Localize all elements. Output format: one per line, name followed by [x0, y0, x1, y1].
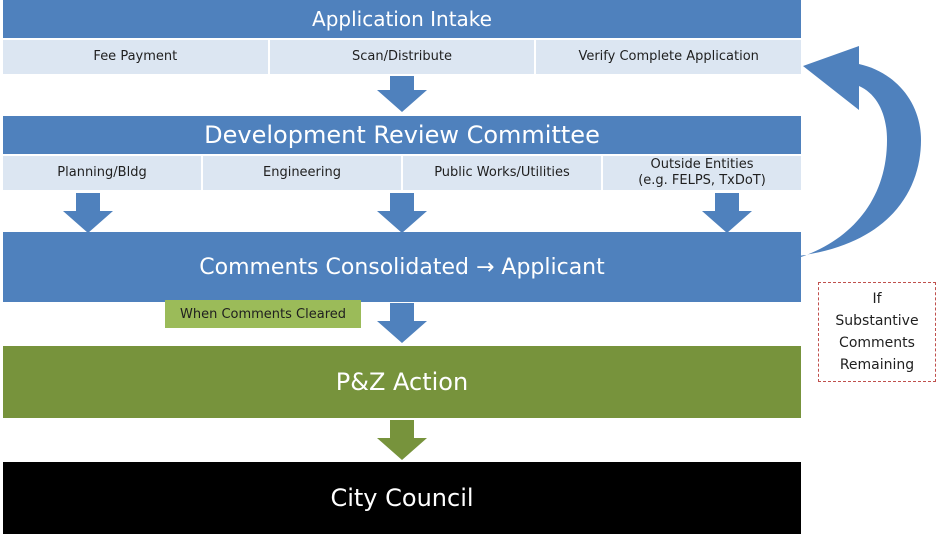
planning-bldg-dept: Planning/Bldg	[3, 156, 201, 190]
pz-action-box: P&Z Action	[3, 346, 801, 418]
substantive-comments-note: If Substantive Comments Remaining	[818, 282, 936, 382]
when-comments-cleared-label: When Comments Cleared	[165, 300, 361, 328]
loop-back-arrow	[798, 46, 921, 258]
development-review-committee-header: Development Review Committee	[3, 116, 801, 154]
note-line-3: Comments	[839, 335, 915, 351]
application-intake-header: Application Intake	[3, 0, 801, 38]
down-arrow-intake	[377, 76, 427, 112]
note-line-4: Remaining	[839, 357, 915, 373]
public-works-dept: Public Works/Utilities	[403, 156, 601, 190]
down-arrow-planning	[63, 193, 113, 233]
city-council-box: City Council	[3, 462, 801, 534]
outside-entities-label: Outside Entities	[650, 157, 754, 172]
note-line-1: If	[872, 291, 882, 307]
down-arrow-pz	[377, 420, 427, 460]
intake-steps-row: Fee Payment Scan/Distribute Verify Compl…	[3, 40, 802, 74]
down-arrow-outside-entities	[702, 193, 752, 233]
engineering-dept: Engineering	[203, 156, 401, 190]
fee-payment-step: Fee Payment	[3, 40, 268, 74]
drc-departments-row: Planning/Bldg Engineering Public Works/U…	[3, 156, 801, 190]
outside-entities-examples: (e.g. FELPS, TxDoT)	[638, 173, 766, 188]
note-line-2: Substantive	[835, 313, 919, 329]
down-arrow-comments	[377, 303, 427, 343]
outside-entities-dept: Outside Entities (e.g. FELPS, TxDoT)	[603, 156, 801, 190]
comments-consolidated-box: Comments Consolidated → Applicant	[3, 232, 801, 302]
down-arrow-engineering	[377, 193, 427, 233]
verify-application-step: Verify Complete Application	[536, 40, 802, 74]
scan-distribute-step: Scan/Distribute	[269, 40, 535, 74]
